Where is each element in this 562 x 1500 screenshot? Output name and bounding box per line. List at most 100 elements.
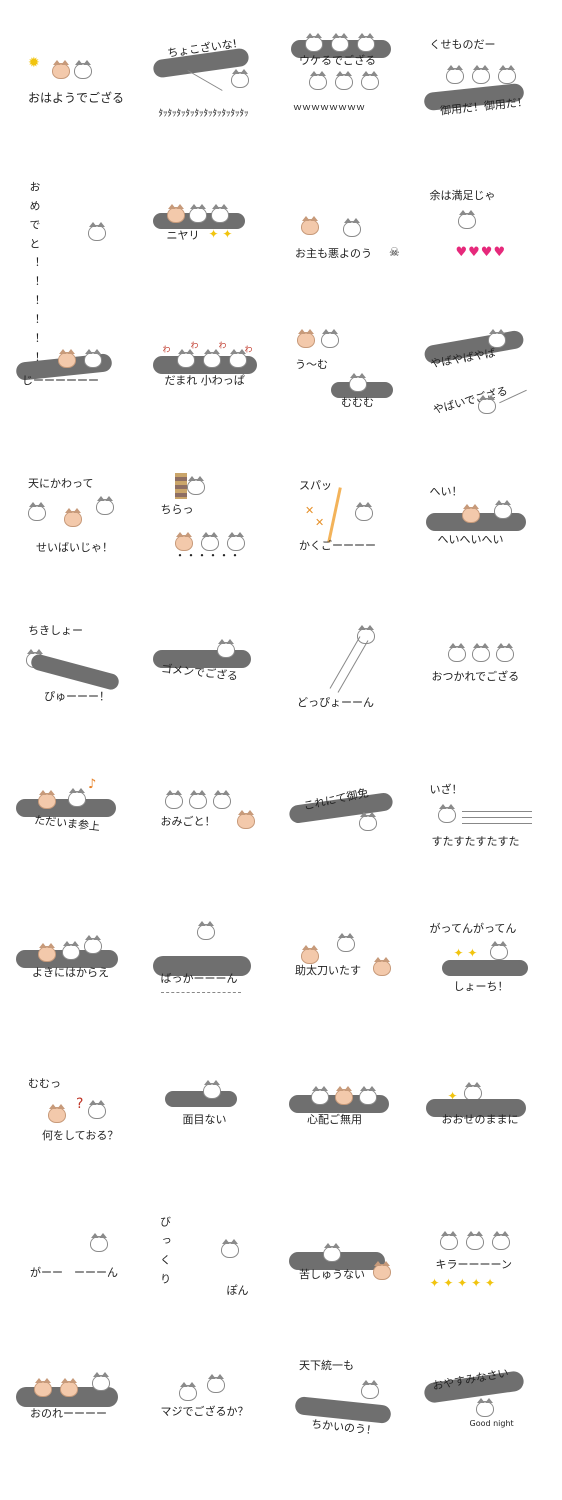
speed-lines [160, 992, 241, 993]
sticker-15[interactable]: スパッ ✕ ✕ かくごーーーー [281, 459, 417, 606]
sticker-2[interactable]: ちょこざいな! ﾀｯﾀｯﾀｯﾀｯﾀｯﾀｯﾀｯﾀｯﾀｯﾀｯ [145, 18, 281, 165]
sticker-1[interactable]: ✹ おはようでござる [8, 18, 144, 165]
cat-icon [178, 1382, 197, 1401]
speech-bubble [441, 960, 528, 976]
cat-icon [477, 395, 496, 414]
sticker-text: がってんがってん [429, 922, 517, 935]
sticker-35[interactable]: 苦しゅうない [281, 1194, 417, 1341]
cat-icon [495, 643, 514, 662]
sticker-21[interactable]: ♪ ただいま参上 [8, 753, 144, 900]
sticker-text: よきにはからえ [32, 966, 109, 979]
cat-icon [188, 790, 207, 809]
cat-icon [439, 1231, 458, 1250]
cat-icon [220, 1239, 239, 1258]
sticker-text: わ [190, 341, 199, 350]
sticker-23[interactable]: これにて御免 [281, 753, 417, 900]
sticker-18[interactable]: ゴメンでござる [145, 606, 281, 753]
sticker-32[interactable]: ✦ おおせのままに [418, 1047, 554, 1194]
sticker-27[interactable]: 助太刀いたす [281, 900, 417, 1047]
sticker-text: おめでと！！！！！！ [28, 181, 41, 371]
sticker-38[interactable]: マジでござるか？ [145, 1341, 281, 1488]
sticker-13[interactable]: 天にかわって せいばいじゃ！ [8, 459, 144, 606]
sticker-text: ・・・・・・ [174, 549, 241, 562]
cat-icon [323, 1243, 341, 1262]
cat-icon [92, 1372, 110, 1391]
sticker-text: おのれーーーー [30, 1407, 107, 1420]
cat-icon [90, 1233, 108, 1252]
sticker-text: へい！ [429, 485, 463, 498]
sticker-grid: ✹ おはようでござる ちょこざいな! ﾀｯﾀｯﾀｯﾀｯﾀｯﾀｯﾀｯﾀｯﾀｯﾀｯ … [8, 18, 554, 1488]
sticker-text: すたすたすたすた [431, 835, 520, 848]
sticker-text: ちらっ [160, 503, 194, 516]
sticker-text: ﾀｯﾀｯﾀｯﾀｯﾀｯﾀｯﾀｯﾀｯﾀｯﾀｯ [158, 109, 249, 119]
cat-icon [38, 790, 56, 809]
sticker-6[interactable]: ニヤリ ✦ ✦ [145, 165, 281, 312]
cat-icon [212, 790, 231, 809]
cat-icon [355, 502, 373, 521]
sticker-11[interactable]: う～む むむむ [281, 312, 417, 459]
sticker-text: 苦しゅうない [299, 1268, 365, 1281]
sticker-25[interactable]: よきにはからえ [8, 900, 144, 1047]
sticker-10[interactable]: わ わ わ わ だまれ 小わっぱ [145, 312, 281, 459]
cat-icon [84, 349, 102, 368]
sticker-text: やばいでござる [431, 384, 509, 417]
sticker-29[interactable]: むむっ ? 何をしておる？ [8, 1047, 144, 1194]
cat-icon [331, 33, 349, 52]
sticker-22[interactable]: おみごと！ [145, 753, 281, 900]
sticker-8[interactable]: 余は満足じゃ ♥♥♥♥ [418, 165, 554, 312]
sticker-24[interactable]: いざ！ すたすたすたすた [418, 753, 554, 900]
sticker-40[interactable]: おやすみなさい Good night [418, 1341, 554, 1488]
sticker-3[interactable]: ウケるでござる ｗｗｗｗｗｗｗｗ [281, 18, 417, 165]
sticker-36[interactable]: キラーーーーン ✦ ✦ ✦ ✦ ✦ [418, 1194, 554, 1341]
sticker-text: キラーーーーン [435, 1258, 512, 1271]
cat-icon [60, 1378, 78, 1397]
sticker-28[interactable]: がってんがってん ✦ ✦ しょーち！ [418, 900, 554, 1047]
sticker-9[interactable]: じーーーーーー [8, 312, 144, 459]
sticker-30[interactable]: 面目ない [145, 1047, 281, 1194]
sticker-16[interactable]: へい！ へいへいへい [418, 459, 554, 606]
cat-icon [297, 329, 315, 348]
sticker-text: どっぴょーーん [297, 696, 374, 709]
sticker-7[interactable]: お主も悪よのう ☠ [281, 165, 417, 312]
sticker-33[interactable]: がーー ーーーん [8, 1194, 144, 1341]
sticker-17[interactable]: ちきしょー ぴゅーーー！ [8, 606, 144, 753]
sticker-text: お主も悪よのう [295, 247, 372, 260]
sticker-text: わ [218, 341, 227, 350]
sticker-37[interactable]: おのれーーーー [8, 1341, 144, 1488]
cat-icon [228, 349, 247, 368]
sticker-34[interactable]: びっくり ぽん [145, 1194, 281, 1341]
sticker-20[interactable]: おつかれでござる [418, 606, 554, 753]
cat-icon [200, 532, 219, 551]
cat-icon [196, 921, 215, 940]
sticker-text: おつかれでござる [431, 670, 520, 683]
sticker-39[interactable]: 天下統一も ちかいのう！ [281, 1341, 417, 1488]
sticker-31[interactable]: 心配ご無用 [281, 1047, 417, 1194]
cat-icon [58, 349, 76, 368]
cat-icon [457, 210, 476, 229]
cat-icon [311, 1086, 329, 1105]
sticker-4[interactable]: くせものだー 御用だ！御用だ！ [418, 18, 554, 165]
cat-icon [471, 65, 490, 84]
sticker-12[interactable]: やばやばやば やばいでござる [418, 312, 554, 459]
cat-icon [343, 218, 361, 237]
sticker-text: 助太刀いたす [295, 964, 361, 977]
sparkle-icon: ✦ [447, 1089, 458, 1103]
cat-icon [48, 1104, 66, 1123]
cat-icon [461, 504, 480, 523]
sticker-text: ｗｗｗｗｗｗｗｗ [293, 103, 366, 113]
sticker-19[interactable]: どっぴょーーん [281, 606, 417, 753]
cat-icon [373, 957, 391, 976]
sticker-text: わ [244, 345, 253, 354]
cat-icon [64, 508, 82, 527]
sticker-26[interactable]: ばっかーーーん [145, 900, 281, 1047]
heart-icons: ♥♥♥♥ [455, 245, 507, 260]
sticker-14[interactable]: ちらっ ・・・・・・ [145, 459, 281, 606]
cat-icon [335, 71, 353, 90]
sticker-5[interactable]: おめでと！！！！！！ [8, 165, 144, 371]
cat-icon [489, 941, 508, 960]
slash-mark [327, 487, 342, 543]
cross-icon: ✕ [315, 516, 325, 529]
speed-lines [461, 817, 532, 818]
sticker-text: おはようでござる [28, 91, 125, 105]
sticker-text: スパッ [299, 479, 332, 492]
